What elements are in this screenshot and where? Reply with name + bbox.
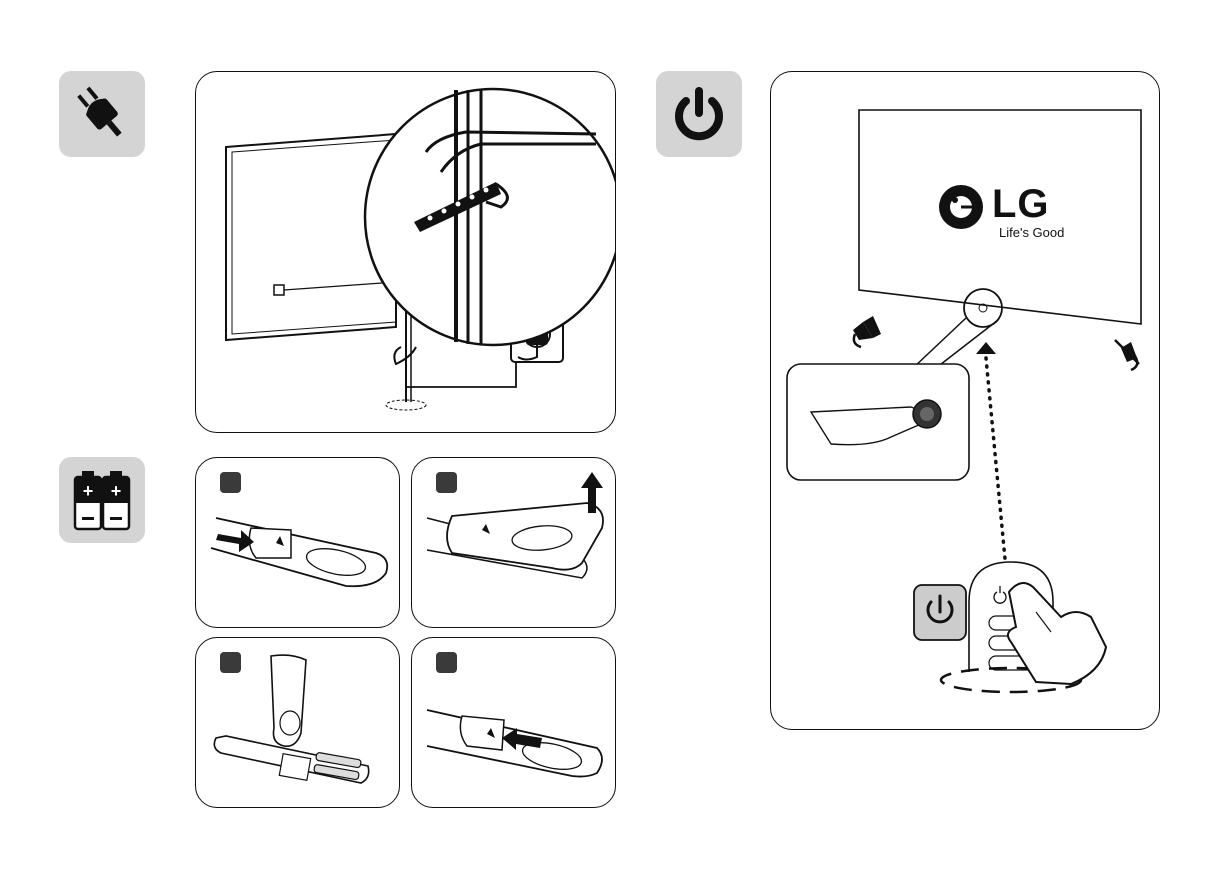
power-icon	[656, 71, 742, 157]
step-2-lift-cover	[411, 457, 616, 628]
svg-text:+: +	[83, 481, 94, 501]
batteries-icon: + +	[59, 457, 145, 543]
step-1-press-latch	[195, 457, 400, 628]
power-on-illustration: LG Life's Good	[770, 71, 1160, 730]
lg-wordmark: LG	[992, 184, 1050, 224]
step-3-insert-batteries	[195, 637, 400, 808]
power-plug-icon	[59, 71, 145, 157]
step-4-close-cover	[411, 637, 616, 808]
lg-tagline: Life's Good	[999, 226, 1064, 240]
cable-management-illustration	[195, 71, 616, 433]
svg-text:+: +	[111, 481, 122, 501]
